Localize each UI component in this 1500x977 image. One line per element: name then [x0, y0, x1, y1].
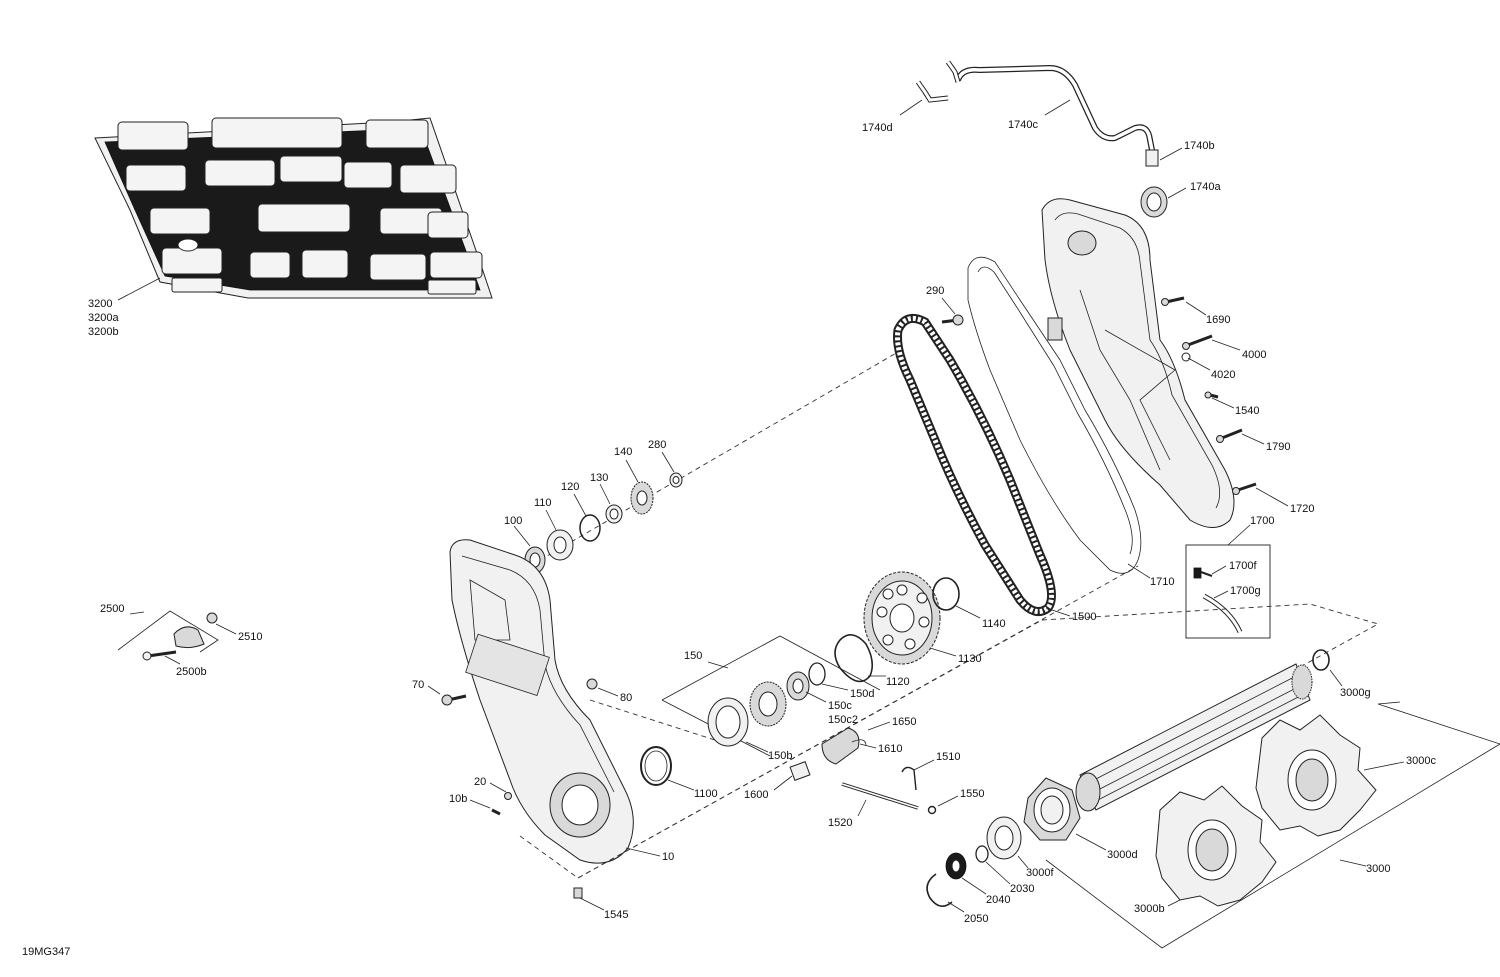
- plug-1545: [573, 887, 583, 899]
- callout-2500b: 2500b: [176, 666, 207, 678]
- bracket-group-line: [117, 610, 219, 653]
- callout-2500: 2500: [100, 603, 124, 615]
- callout-1740a: 1740a: [1190, 181, 1221, 193]
- callout-3000g: 3000g: [1340, 687, 1371, 699]
- group-150-frame: [661, 635, 881, 701]
- rod-1520: [841, 782, 919, 810]
- callout-1690: 1690: [1206, 314, 1230, 326]
- block-1600: [789, 761, 811, 781]
- callout-1610: 1610: [878, 743, 902, 755]
- callout-1700g: 1700g: [1230, 585, 1261, 597]
- track-assembly: [94, 117, 493, 301]
- inner-case: [449, 539, 634, 864]
- ring-1140: [932, 577, 960, 611]
- callout-1120: 1120: [886, 676, 910, 688]
- screw-20: [504, 792, 512, 800]
- callout-120: 120: [561, 481, 579, 493]
- callout-110: 110: [534, 497, 552, 509]
- figure-id: 19MG347: [22, 946, 70, 958]
- cover-screws: [1161, 296, 1257, 495]
- callout-1740c: 1740c: [1008, 119, 1038, 131]
- bolt-290: [941, 314, 964, 326]
- callout-20: 20: [474, 776, 486, 788]
- callout-1600: 1600: [744, 789, 768, 801]
- callout-150c: 150c: [828, 700, 852, 712]
- vent-tube: [915, 60, 1168, 218]
- ring-2030: [975, 845, 989, 863]
- callout-3000b: 3000b: [1134, 903, 1165, 915]
- callout-4000: 4000: [1242, 349, 1266, 361]
- seal-1100: [640, 746, 672, 786]
- upper-shaft-parts: [524, 472, 683, 574]
- callout-150: 150: [684, 650, 702, 662]
- bracket-2500: [142, 612, 218, 661]
- callout-1510: 1510: [936, 751, 960, 763]
- drive-sprocket-3000b: [1155, 785, 1277, 907]
- callout-1650: 1650: [892, 716, 916, 728]
- callout-1790: 1790: [1266, 441, 1290, 453]
- chain-1500: [893, 313, 1057, 617]
- circlip-1120: [834, 634, 874, 683]
- callout-2050: 2050: [964, 913, 988, 925]
- gear-2040: [945, 852, 967, 880]
- clip-1700f: [1193, 567, 1213, 579]
- callout-150c2: 150c2: [828, 714, 858, 726]
- bearing-150: [707, 662, 826, 747]
- callout-1740b: 1740b: [1184, 140, 1215, 152]
- callout-1710: 1710: [1150, 576, 1174, 588]
- callout-3200b: 3200b: [88, 326, 119, 338]
- callout-1100: 1100: [694, 788, 718, 800]
- callout-1500: 1500: [1072, 611, 1096, 623]
- clip-1510: [901, 766, 917, 791]
- callout-1740d: 1740d: [862, 122, 893, 134]
- bearing-3000f: [986, 816, 1022, 860]
- gasket-1710: [967, 256, 1142, 574]
- callout-1545: 1545: [604, 909, 628, 921]
- bolt-80: [586, 678, 598, 690]
- callout-3000c: 3000c: [1406, 755, 1436, 767]
- callout-1140: 1140: [982, 618, 1006, 630]
- callout-130: 130: [590, 472, 608, 484]
- callout-290: 290: [926, 285, 944, 297]
- sprocket-1130: [863, 571, 941, 665]
- callout-3000d: 3000d: [1107, 849, 1138, 861]
- callout-3200a: 3200a: [88, 312, 119, 324]
- callout-10b: 10b: [449, 793, 467, 805]
- callout-140: 140: [614, 446, 632, 458]
- callout-280: 280: [648, 439, 666, 451]
- callout-150d: 150d: [850, 688, 874, 700]
- callout-70: 70: [412, 679, 424, 691]
- outer-cover: [1041, 198, 1235, 528]
- callout-3000f: 3000f: [1026, 867, 1054, 879]
- oring-1550: [927, 805, 937, 815]
- callout-2510: 2510: [238, 631, 262, 643]
- callout-1520: 1520: [828, 817, 852, 829]
- bolt-70: [441, 694, 467, 706]
- callout-2030: 2030: [1010, 883, 1034, 895]
- flange-3000d: [1023, 777, 1081, 841]
- drive-sprocket-3000c: [1255, 714, 1377, 837]
- callout-80: 80: [620, 692, 632, 704]
- callout-1130: 1130: [958, 653, 982, 665]
- callout-3000: 3000: [1366, 863, 1390, 875]
- callout-1550: 1550: [960, 788, 984, 800]
- callout-10: 10: [662, 851, 674, 863]
- callout-1700f: 1700f: [1229, 560, 1257, 572]
- callout-1540: 1540: [1235, 405, 1259, 417]
- callout-150b: 150b: [768, 750, 792, 762]
- plug-10b: [491, 808, 501, 816]
- callout-1720: 1720: [1290, 503, 1314, 515]
- callout-2040: 2040: [986, 894, 1010, 906]
- callout-100: 100: [504, 515, 522, 527]
- circlip-2050: [926, 873, 953, 907]
- callout-1700: 1700: [1250, 515, 1274, 527]
- callout-4020: 4020: [1211, 369, 1235, 381]
- callout-3200: 3200: [88, 298, 112, 310]
- tensioner-1610: [821, 727, 867, 765]
- driveshaft-3000: [1075, 649, 1330, 812]
